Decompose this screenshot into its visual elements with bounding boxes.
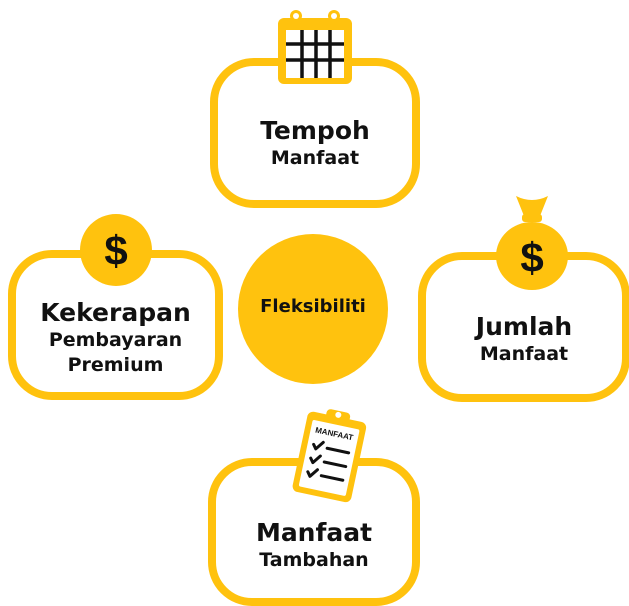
money-bag-icon: $: [496, 196, 568, 290]
dollar-coin-icon: $: [80, 214, 152, 286]
calendar-icon: [278, 10, 352, 84]
center-circle: Fleksibiliti: [238, 234, 388, 384]
card-right-text: Jumlah Manfaat: [426, 312, 622, 367]
dollar-coin-symbol: $: [104, 227, 127, 274]
card-bottom-text: Manfaat Tambahan: [216, 518, 412, 573]
center-label: Fleksibiliti: [260, 296, 366, 317]
card-left-text: Kekerapan Pembayaran Premium: [16, 298, 215, 378]
card-top-text: Tempoh Manfaat: [218, 116, 412, 171]
card-top-subtitle: Manfaat: [270, 147, 360, 169]
card-left-subtitle: Pembayaran: [48, 329, 183, 351]
card-manfaat-tambahan: Manfaat Tambahan: [208, 458, 420, 606]
card-left-subtitle-2: Premium: [67, 354, 164, 376]
card-bottom-title: Manfaat: [255, 518, 373, 547]
card-left-title: Kekerapan: [40, 298, 191, 327]
card-bottom-subtitle: Tambahan: [259, 549, 369, 571]
clipboard-checklist-icon: MANFAAT: [292, 409, 367, 503]
card-right-title: Jumlah: [475, 312, 573, 341]
money-bag-symbol: $: [520, 234, 543, 281]
card-right-subtitle: Manfaat: [479, 343, 569, 365]
card-top-title: Tempoh: [260, 116, 370, 145]
